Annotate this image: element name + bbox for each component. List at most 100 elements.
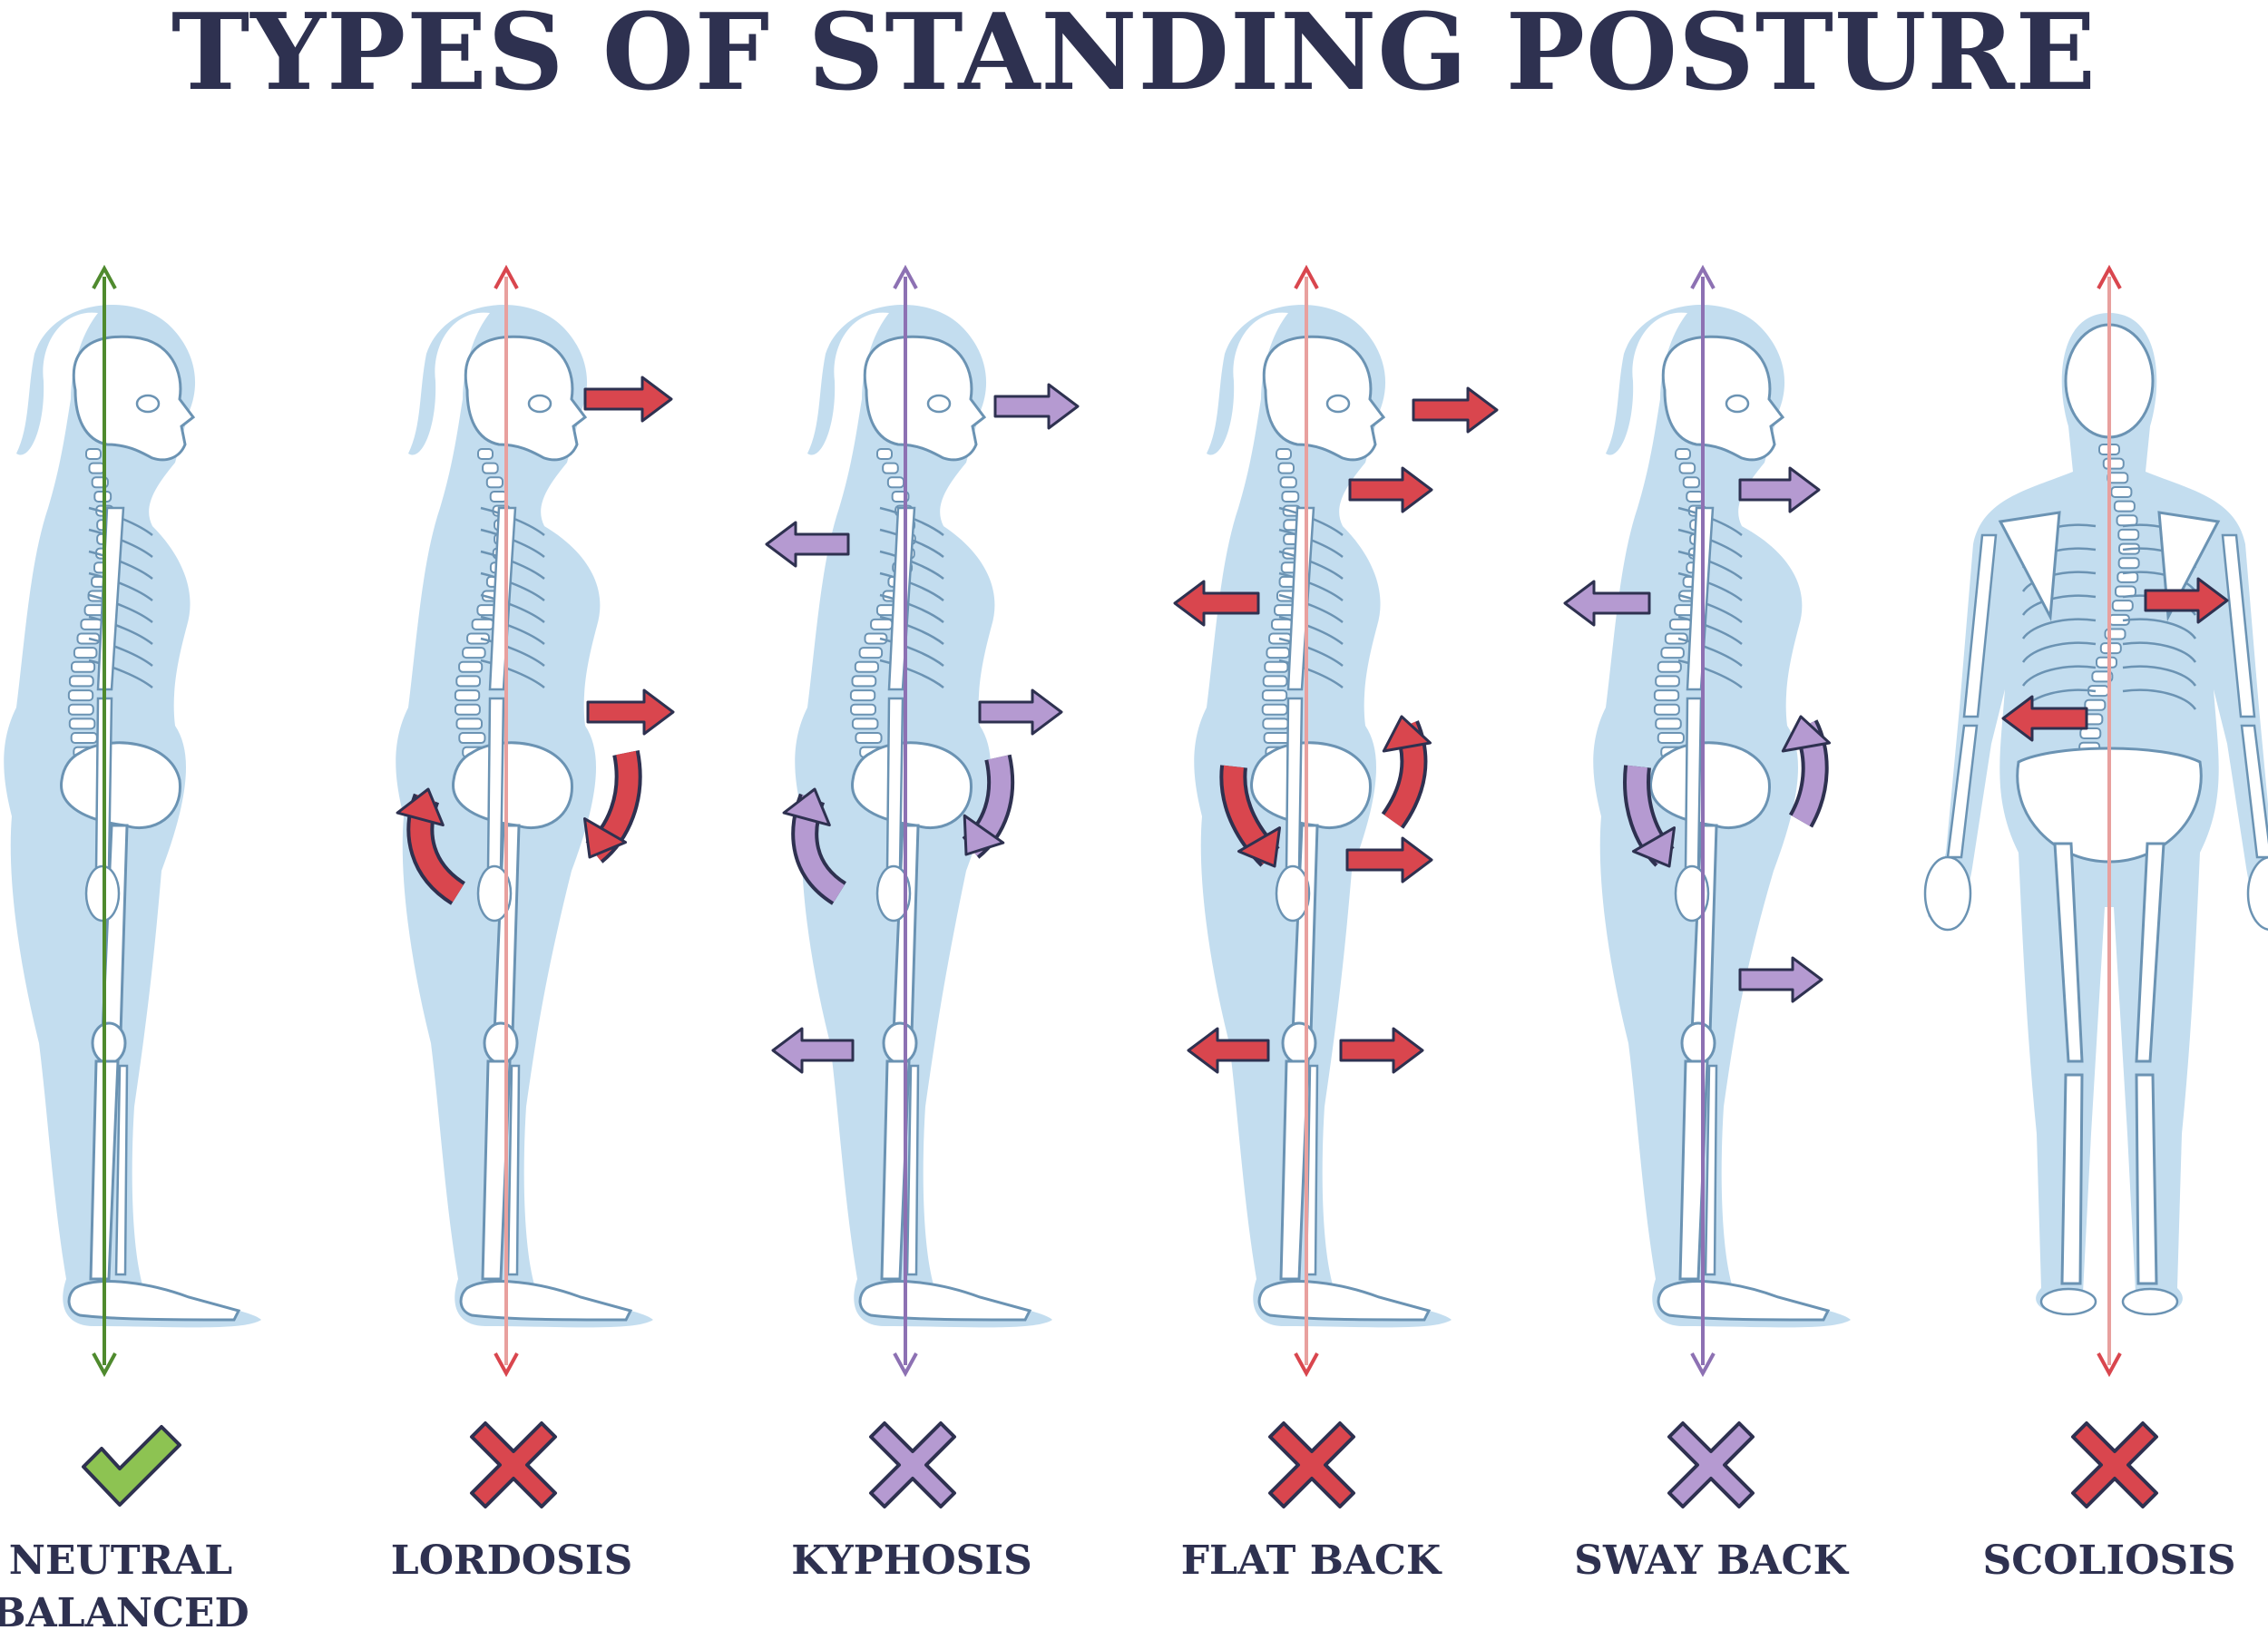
- tibia: [1678, 1059, 1709, 1281]
- humerus: [2221, 533, 2256, 718]
- vertebra: [1266, 647, 1290, 659]
- cross-icon: [1667, 1421, 1755, 1508]
- arrow-head: [1631, 826, 1677, 868]
- rib: [1278, 659, 1344, 688]
- shift-arrow: [583, 376, 673, 423]
- shift-arrow: [1348, 466, 1433, 513]
- foot: [2039, 1287, 2097, 1316]
- femur: [2135, 842, 2165, 1063]
- check-icon: [82, 1425, 181, 1507]
- vertebra: [2102, 457, 2125, 470]
- eye-socket: [926, 394, 952, 414]
- arrow-head-shape: [1237, 826, 1282, 868]
- vertebra: [2111, 600, 2134, 612]
- tibia: [880, 1059, 911, 1281]
- plumb-arrow-bottom: [494, 1352, 519, 1378]
- arrow-head: [1237, 826, 1282, 868]
- pelvis: [1649, 741, 1771, 830]
- fibula: [1704, 1064, 1718, 1276]
- tibia: [2060, 1073, 2084, 1285]
- rib: [1278, 550, 1344, 580]
- eye-socket: [1725, 394, 1750, 414]
- fibula: [506, 1064, 521, 1276]
- rib: [2122, 665, 2197, 687]
- posture-label: FLAT BACK: [1157, 1535, 1465, 1587]
- vertebra: [2117, 528, 2140, 541]
- arrow-head: [396, 787, 445, 827]
- vertebra: [1655, 718, 1682, 730]
- forearm: [1285, 697, 1304, 873]
- pelvis: [851, 741, 973, 830]
- plumb-arrow-bottom: [1690, 1352, 1716, 1378]
- page-title: TYPES OF STANDING POSTURE: [171, 0, 2097, 114]
- shift-arrow: [1738, 466, 1821, 513]
- forearm: [885, 697, 904, 873]
- vertebra: [458, 660, 484, 673]
- eye-socket: [1325, 394, 1351, 414]
- knee: [1680, 1021, 1716, 1065]
- vertebra: [1276, 448, 1292, 460]
- shift-arrow: [2001, 695, 2088, 742]
- vertebra: [876, 448, 893, 460]
- plumb-arrow-top: [494, 264, 519, 289]
- vertebra: [1261, 689, 1288, 702]
- tibia: [481, 1059, 512, 1281]
- rib: [1278, 593, 1344, 623]
- vertebra: [850, 703, 876, 716]
- rib: [1677, 615, 1743, 645]
- rib: [1278, 615, 1344, 645]
- rib: [2021, 665, 2097, 687]
- cross-icon: [869, 1421, 956, 1508]
- vertebra: [1270, 618, 1295, 630]
- vertebra: [88, 462, 106, 474]
- rib: [88, 528, 153, 558]
- tibia: [1279, 1059, 1310, 1281]
- foot: [858, 1280, 1032, 1322]
- knee: [1281, 1021, 1317, 1065]
- vertebra: [2117, 557, 2140, 570]
- fibula: [114, 1064, 129, 1276]
- vertebra: [68, 718, 96, 730]
- knee: [483, 1021, 519, 1065]
- arrow-head-shape: [1631, 826, 1677, 868]
- vertebra: [73, 647, 98, 659]
- foot: [459, 1280, 633, 1322]
- rib: [88, 506, 153, 536]
- vertebra: [2084, 698, 2107, 711]
- vertebra: [458, 732, 486, 745]
- vertebra: [1281, 490, 1300, 503]
- vertebra: [70, 660, 96, 673]
- vertebra: [477, 448, 494, 460]
- plumb-arrow-top: [1690, 264, 1716, 289]
- posture-figure: [4, 264, 261, 1507]
- vertebra: [68, 675, 94, 688]
- humerus: [1962, 533, 1998, 718]
- foot: [1657, 1280, 1831, 1322]
- rib: [1677, 637, 1743, 667]
- posture-label: LORDOSIS: [357, 1535, 666, 1587]
- vertebra: [1682, 476, 1700, 489]
- vertebra: [1261, 703, 1288, 716]
- vertebra: [854, 660, 879, 673]
- rib: [480, 637, 545, 667]
- hand: [2246, 856, 2268, 931]
- shift-arrow: [993, 383, 1080, 430]
- posture-arrows: [396, 376, 2229, 1074]
- vertebra: [455, 675, 482, 688]
- vertebra: [2110, 485, 2133, 498]
- vertebra: [80, 618, 103, 630]
- forearm: [1684, 697, 1703, 873]
- knee: [882, 1021, 918, 1065]
- plumb-arrow-top: [2097, 264, 2122, 289]
- rib: [480, 550, 545, 580]
- cross-icon: [2071, 1421, 2158, 1508]
- arrow-head: [782, 787, 831, 827]
- rib: [879, 571, 944, 601]
- shift-arrow: [1339, 1027, 1424, 1074]
- forearm: [1946, 724, 1979, 859]
- vertebra: [849, 689, 876, 702]
- vertebra: [485, 476, 504, 489]
- skull: [1262, 335, 1386, 462]
- pelvis: [60, 741, 181, 830]
- skull: [1661, 335, 1785, 462]
